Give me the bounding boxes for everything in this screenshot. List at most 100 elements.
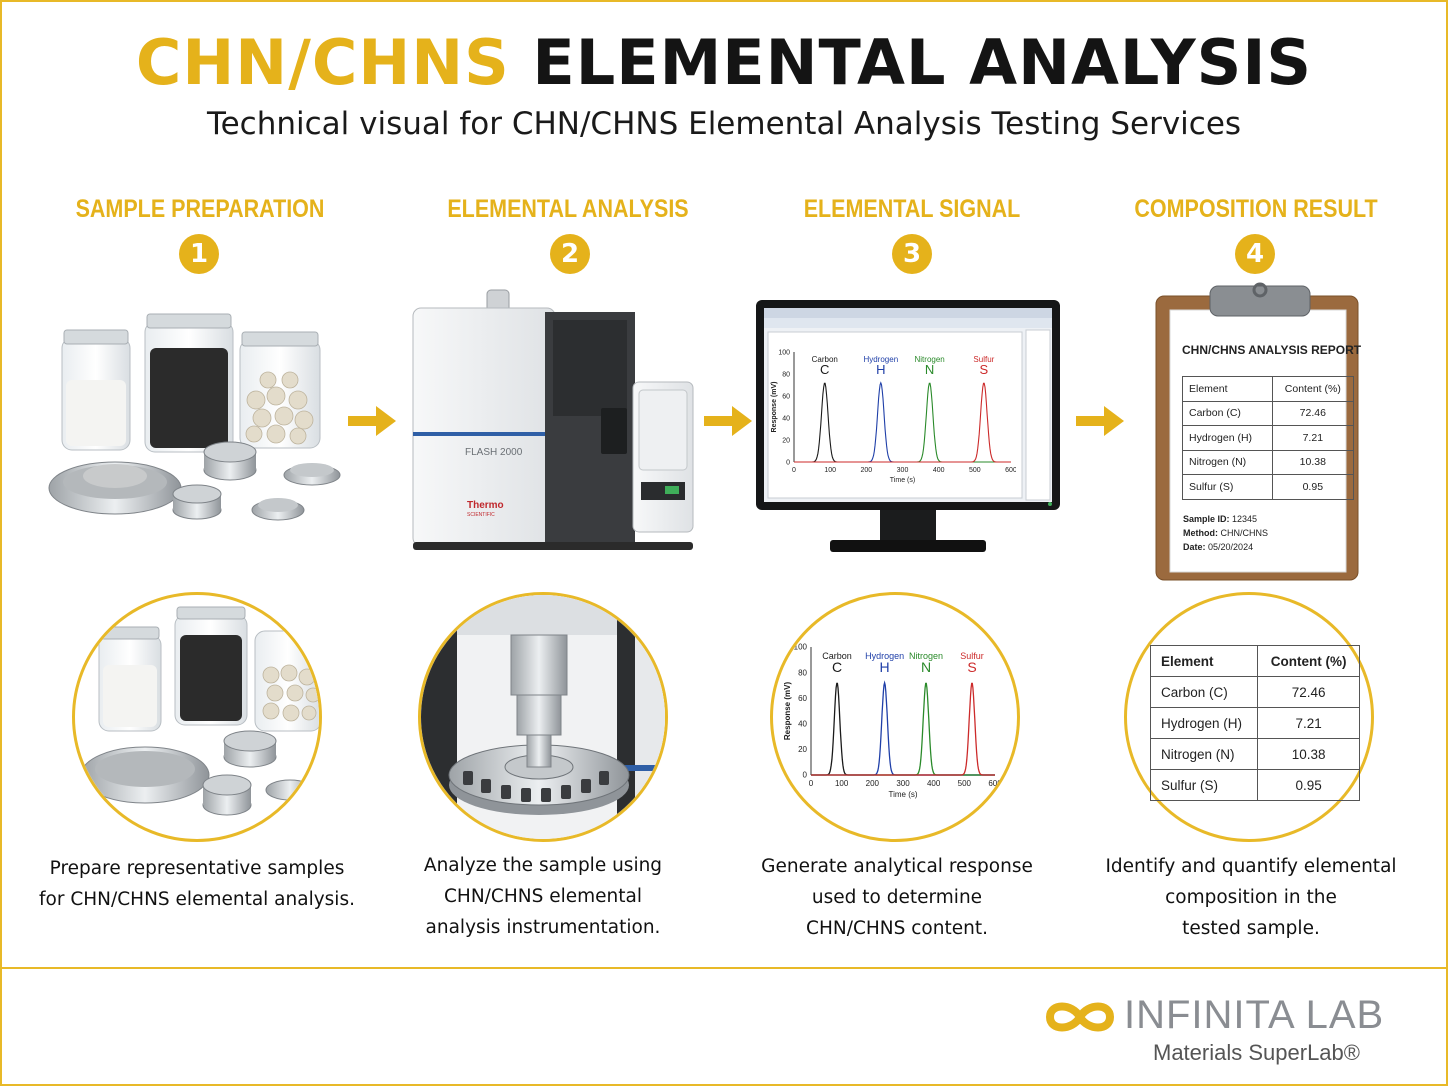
- x-tick-label: 400: [927, 779, 941, 788]
- caption-line: used to determine: [811, 887, 983, 908]
- series-name-label: Sulfur: [973, 355, 994, 364]
- x-tick-label: 600: [1005, 467, 1016, 474]
- caption-line: for CHN/CHNS elemental analysis.: [39, 889, 355, 910]
- series-name-label: Carbon: [812, 355, 838, 364]
- step-2-heading: ELEMENTAL ANALYSIS: [447, 195, 689, 223]
- method-value: CHN/CHNS: [1220, 528, 1269, 538]
- step-4-number: 4: [1235, 234, 1275, 274]
- caption-line: CHN/CHNS content.: [806, 918, 988, 939]
- date-value: 05/20/2024: [1208, 542, 1254, 552]
- title-accent: CHN/CHNS: [135, 26, 510, 99]
- table-row: Hydrogen (H)7.21: [1149, 707, 1360, 739]
- x-tick-label: 100: [824, 467, 836, 474]
- y-tick-label: 80: [798, 668, 807, 677]
- sample-id-label: Sample ID:: [1183, 514, 1230, 524]
- element-cell: Hydrogen (H): [1182, 425, 1273, 451]
- footer-separator: [0, 967, 1448, 969]
- y-tick-label: 100: [794, 643, 808, 652]
- series-line-carbon: [811, 682, 995, 776]
- element-cell: Sulfur (S): [1149, 769, 1259, 801]
- report-title: CHN/CHNS ANALYSIS REPORT: [1182, 343, 1362, 357]
- x-tick-label: 0: [792, 467, 796, 474]
- series-name-label: Sulfur: [960, 651, 984, 661]
- element-cell: Hydrogen (H): [1149, 707, 1259, 739]
- y-axis-label: Response (mV): [771, 382, 778, 433]
- table-header-row: Element Content (%): [1149, 645, 1360, 677]
- table-row: Hydrogen (H)7.21: [1182, 425, 1355, 451]
- value-cell: 10.38: [1271, 449, 1355, 475]
- element-header: Element: [1149, 645, 1259, 677]
- arrow-right-icon: [348, 406, 396, 436]
- y-tick-label: 80: [782, 371, 790, 378]
- step-4-caption: Identify and quantify elemental composit…: [1086, 851, 1416, 944]
- x-axis-label: Time (s): [890, 477, 915, 484]
- step-3-number: 3: [892, 234, 932, 274]
- step-1-number: 1: [179, 234, 219, 274]
- x-tick-label: 200: [866, 779, 880, 788]
- x-tick-label: 100: [835, 779, 849, 788]
- arrow-right-icon: [1076, 406, 1124, 436]
- element-cell: Carbon (C): [1182, 400, 1273, 426]
- caption-line: Analyze the sample using: [423, 855, 663, 876]
- table-row: Nitrogen (N)10.38: [1182, 449, 1355, 475]
- date: Date: 05/20/2024: [1183, 542, 1253, 552]
- table-row: Nitrogen (N)10.38: [1149, 738, 1360, 770]
- caption-line: Generate analytical response: [761, 856, 1033, 877]
- content-header: Content (%): [1257, 645, 1360, 677]
- x-tick-label: 600: [988, 779, 1002, 788]
- step-2-caption: Analyze the sample using CHN/CHNS elemen…: [378, 850, 708, 943]
- x-tick-label: 500: [958, 779, 972, 788]
- series-symbol-label: H: [876, 362, 885, 377]
- method: Method: CHN/CHNS: [1183, 528, 1268, 538]
- sample-jars-illustration: [48, 313, 341, 521]
- y-tick-label: 60: [798, 694, 807, 703]
- series-symbol-label: N: [925, 362, 934, 377]
- sample-id: Sample ID: 12345: [1183, 514, 1257, 524]
- y-tick-label: 20: [798, 745, 807, 754]
- series-symbol-label: S: [967, 659, 976, 675]
- sample-closeup-circle: [72, 592, 322, 842]
- sample-id-value: 12345: [1232, 514, 1258, 524]
- table-row: Sulfur (S)0.95: [1182, 474, 1355, 500]
- x-tick-label: 300: [896, 779, 910, 788]
- series-symbol-label: S: [980, 362, 989, 377]
- y-axis-label: Response (mV): [783, 682, 792, 741]
- report-table-small: Element Content (%) Carbon (C)72.46 Hydr…: [1182, 376, 1355, 500]
- autosampler-closeup-illustration: [421, 595, 665, 839]
- step-1-caption: Prepare representative samples for CHN/C…: [32, 853, 362, 915]
- instrument-brand-sub: SCIENTIFIC: [467, 512, 495, 518]
- caption-line: composition in the: [1165, 887, 1337, 908]
- logo-tagline: Materials SuperLab®: [1153, 1040, 1360, 1065]
- series-name-label: Nitrogen: [909, 651, 943, 661]
- series-name-label: Nitrogen: [915, 355, 945, 364]
- instrument-brand-label: Thermo: [467, 500, 504, 511]
- step-2-number: 2: [550, 234, 590, 274]
- value-cell: 72.46: [1257, 676, 1360, 708]
- value-cell: 10.38: [1257, 738, 1360, 770]
- element-cell: Nitrogen (N): [1182, 449, 1273, 475]
- step-3-caption: Generate analytical response used to det…: [732, 851, 1062, 944]
- element-header: Element: [1182, 376, 1273, 402]
- date-label: Date:: [1183, 542, 1206, 552]
- series-symbol-label: C: [832, 659, 842, 675]
- value-cell: 7.21: [1271, 425, 1355, 451]
- report-table-large: Element Content (%) Carbon (C)72.46 Hydr…: [1149, 645, 1360, 801]
- series-line-carbon: [794, 382, 1011, 463]
- page-title: CHN/CHNS ELEMENTAL ANALYSIS: [0, 26, 1448, 99]
- y-tick-label: 0: [786, 459, 790, 466]
- step-3-heading: ELEMENTAL SIGNAL: [803, 195, 1021, 223]
- instrument-model-label: FLASH 2000: [465, 447, 523, 458]
- step-1-heading: SAMPLE PREPARATION: [75, 195, 325, 223]
- elemental-analyzer-illustration: FLASH 2000 Thermo SCIENTIFIC: [412, 289, 694, 550]
- caption-line: Prepare representative samples: [49, 858, 345, 879]
- y-tick-label: 40: [798, 719, 807, 728]
- content-header: Content (%): [1271, 376, 1355, 402]
- y-tick-label: 20: [782, 437, 790, 444]
- y-tick-label: 100: [778, 349, 790, 356]
- series-symbol-label: N: [921, 659, 931, 675]
- series-name-label: Carbon: [822, 651, 852, 661]
- series-line-sulfur: [794, 382, 1011, 463]
